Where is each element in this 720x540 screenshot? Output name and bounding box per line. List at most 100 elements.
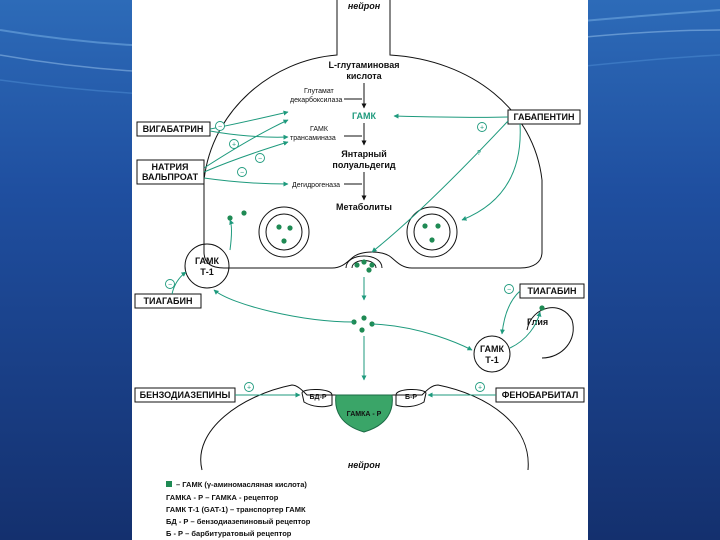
gaba-dot	[359, 327, 365, 333]
sign-plus-gabapentin: +	[477, 122, 487, 132]
vesicle-right	[406, 206, 458, 258]
tiagabine-right-label: ТИАГАБИН	[528, 286, 577, 296]
gaba-a-receptor-label: ГАМКА - Р	[347, 411, 382, 418]
gaba-dot	[361, 259, 367, 265]
b-receptor-label: Б-Р	[405, 394, 417, 401]
arrow-valproate-to-gad	[203, 119, 289, 169]
b-receptor	[395, 389, 427, 408]
arrow-gabapentin-to-gaba	[393, 113, 509, 119]
gaba-dot	[281, 238, 287, 244]
gaba-dot	[422, 223, 428, 229]
enzyme-gaba-t-label-2: трансаминаза	[290, 135, 336, 142]
valproate-label-2: ВАЛЬПРОАТ	[142, 172, 199, 182]
sign-plus-valproate: +	[229, 139, 239, 149]
vigabatrin-label: ВИГАБАТРИН	[143, 124, 204, 134]
gaba-dot	[361, 315, 367, 321]
arrow-vigabatrin-to-transaminase	[209, 130, 289, 140]
gaba-dot	[539, 305, 545, 311]
enzyme-gad-label: Глутамат	[304, 88, 335, 95]
sign-plus-phenobarbital: +	[475, 382, 485, 392]
gat1-left	[184, 243, 230, 289]
sign-minus-valproate-2: −	[237, 167, 247, 177]
legend-gaba-swatch	[166, 481, 172, 487]
bd-receptor	[301, 389, 333, 408]
valproate-box	[136, 159, 205, 185]
tiagabine-left-box	[134, 293, 202, 309]
gaba-dot	[276, 224, 282, 230]
arrow-gabapentin-to-release	[371, 120, 509, 253]
svg-text:−: −	[168, 282, 172, 289]
gat1-right	[473, 335, 511, 373]
neuron-top-label: нейрон	[348, 1, 381, 11]
legend-line-1: – ГАМК (γ-аминомасляная кислота)	[176, 480, 307, 489]
svg-text:+: +	[480, 125, 484, 132]
svg-text:+: +	[247, 385, 251, 392]
gabapentin-label: ГАБАПЕНТИН	[514, 112, 575, 122]
arrow-gabapentin-to-vesicle	[461, 123, 521, 221]
valproate-label: НАТРИЯ	[152, 162, 189, 172]
arrow-tiagabine-left	[171, 271, 187, 295]
sign-question-gabapentin: ?	[477, 150, 481, 157]
gaba-dot	[366, 267, 372, 273]
sign-plus-benzodiazepines: +	[244, 382, 254, 392]
arrow-to-glia	[509, 311, 542, 349]
gaba-dot	[369, 262, 375, 268]
legend-line-3: ГАМК Т-1 (GAT-1) – транспортер ГАМК	[166, 505, 306, 514]
metabolites-label: Метаболиты	[336, 202, 392, 212]
l-glutamine-label-2: кислота	[346, 71, 382, 81]
svg-text:+: +	[478, 385, 482, 392]
arrow-gat-to-cell	[229, 219, 234, 251]
tiagabine-left-label: ТИАГАБИН	[144, 296, 193, 306]
legend-line-5: Б - Р – барбитуратовый рецептор	[166, 529, 292, 538]
svg-text:−: −	[218, 124, 222, 131]
gat1-right-label-2: Т-1	[485, 355, 499, 365]
svg-text:−: −	[507, 287, 511, 294]
gaba-dot	[369, 321, 375, 327]
enzyme-gaba-t-label: ГАМК	[310, 126, 329, 133]
arrow-reuptake-right	[371, 323, 473, 351]
legend-line-2: ГАМКА - Р – ГАМКА - рецептор	[166, 493, 279, 502]
svg-text:?: ?	[477, 150, 481, 157]
gaba-synapse-diagram: нейрон L-глутаминовая кислота Глутамат д…	[134, 0, 585, 538]
ssa-label: Янтарный	[341, 149, 386, 159]
gat1-left-label-2: Т-1	[200, 267, 214, 277]
ssa-label-2: полуальдегид	[332, 160, 395, 170]
gaba-dot	[227, 215, 233, 221]
legend-line-4: БД - Р – бензодиазепиновый рецептор	[166, 517, 311, 526]
arrow-valproate-to-dehydrogenase	[203, 177, 289, 187]
sign-minus-vigabatrin: −	[215, 121, 225, 131]
gaba-a-receptor	[335, 394, 393, 433]
sign-minus-tiagabine-right: −	[504, 284, 514, 294]
glia-label: Глия	[527, 317, 548, 327]
svg-text:−: −	[240, 170, 244, 177]
slide-panel: нейрон L-глутаминовая кислота Глутамат д…	[132, 0, 588, 540]
gaba-dot	[241, 210, 247, 216]
sign-minus-valproate: −	[255, 153, 265, 163]
vesicle-left	[258, 206, 310, 258]
gaba-label: ГАМК	[352, 111, 377, 121]
gaba-dot	[287, 225, 293, 231]
vesicle-right-inner	[413, 213, 451, 251]
dehydrogenase-label: Дегидрогеназа	[292, 182, 340, 189]
arrow-tiagabine-right	[499, 290, 521, 335]
svg-text:+: +	[232, 142, 236, 149]
gaba-dot	[354, 262, 360, 268]
sign-minus-tiagabine-left: −	[165, 279, 175, 289]
vesicle-left-inner	[265, 213, 303, 251]
gat1-left-label: ГАМК	[195, 256, 220, 266]
arrow-valproate-to-transaminase	[203, 140, 289, 173]
presynaptic-neuron-outline	[203, 0, 543, 269]
bd-receptor-label: БД-Р	[309, 394, 326, 401]
gaba-dot	[429, 237, 435, 243]
gaba-dot	[435, 223, 441, 229]
enzyme-gad-label-2: декарбоксилаза	[290, 96, 343, 104]
gat1-right-label: ГАМК	[480, 344, 505, 354]
arrow-reuptake-left	[213, 289, 355, 323]
benzodiazepines-label: БЕНЗОДИАЗЕПИНЫ	[140, 390, 231, 400]
l-glutamine-label: L-глутаминовая	[329, 60, 400, 70]
phenobarbital-label: ФЕНОБАРБИТАЛ	[502, 390, 579, 400]
glia-cell	[526, 307, 574, 359]
svg-text:−: −	[258, 156, 262, 163]
neuron-bottom-label: нейрон	[348, 460, 381, 470]
release-pocket	[345, 255, 383, 269]
